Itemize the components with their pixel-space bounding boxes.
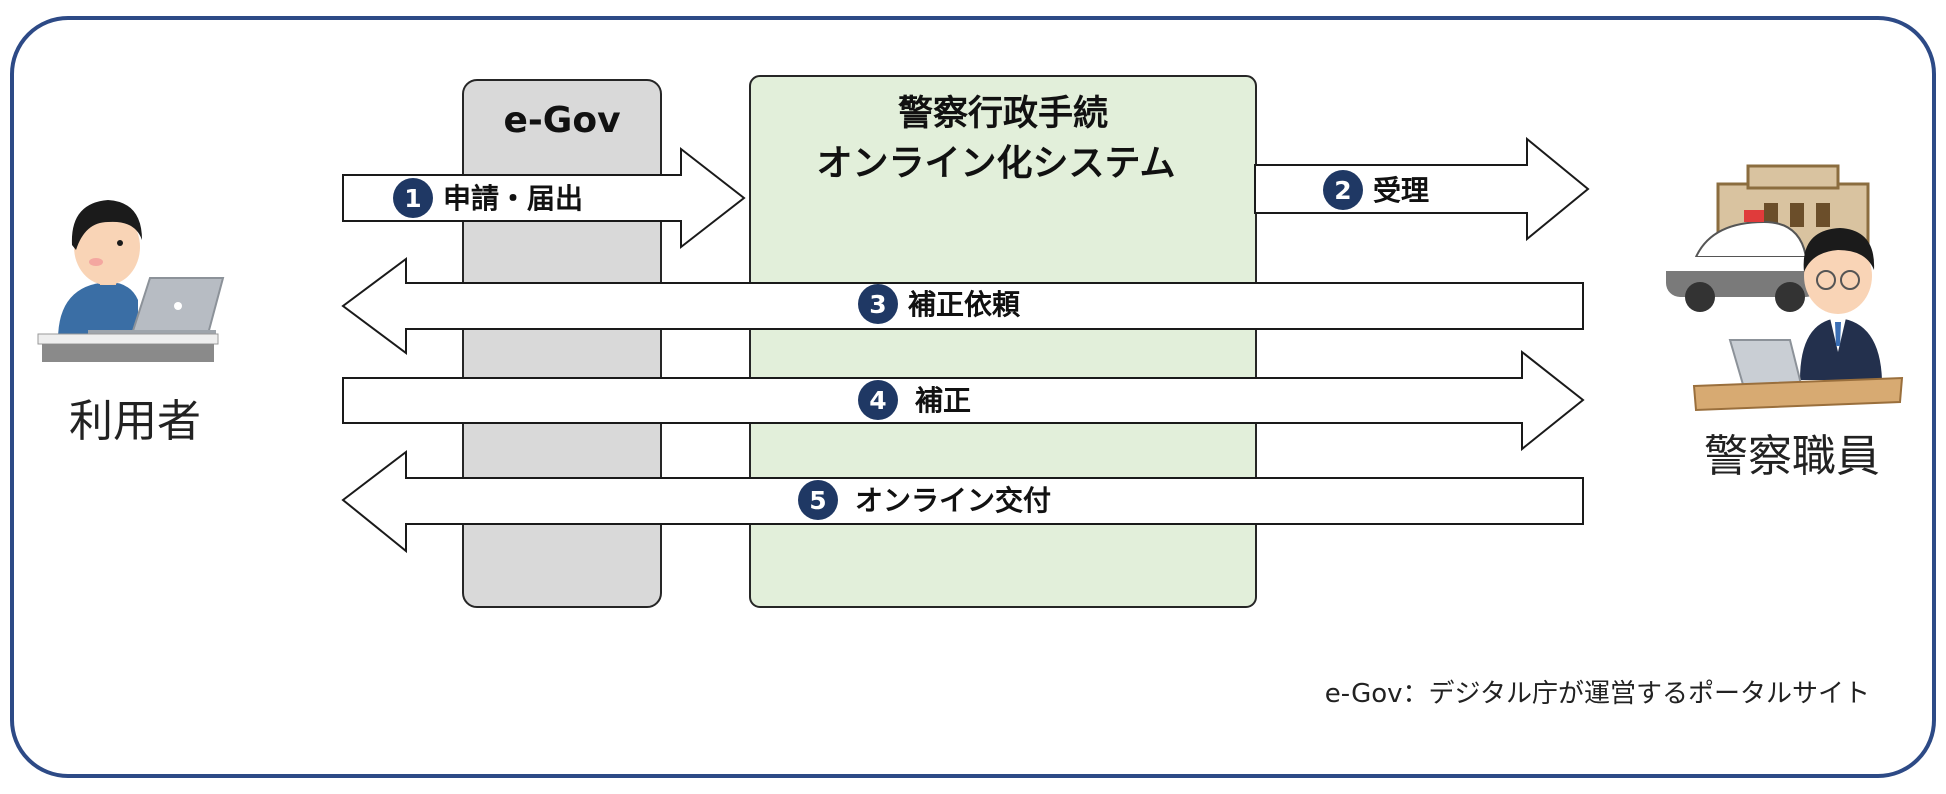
- number-badge-2: [1323, 170, 1363, 210]
- arrow-4-label: 補正: [914, 384, 971, 417]
- arrow-1-application: 1 申請・届出: [342, 146, 746, 250]
- system-title-line1: 警察行政手続: [898, 94, 1108, 134]
- egov-box: [462, 79, 662, 608]
- user-desk: [37, 333, 219, 345]
- number-1: 1: [404, 184, 421, 213]
- number-badge-5: [798, 480, 838, 520]
- footnote: e-Gov：デジタル庁が運営するポータルサイト: [1325, 679, 1870, 709]
- arrow-4-shape: [342, 349, 1585, 452]
- police-officer-icon: [1666, 164, 1904, 412]
- system-box: [749, 75, 1257, 608]
- police-label: 警察職員: [1704, 431, 1880, 482]
- arrow-2-shape: [1254, 136, 1590, 242]
- number-badge-3: [858, 284, 898, 324]
- user-label: 利用者: [69, 396, 201, 447]
- user-cheek: [89, 258, 103, 266]
- system-title-line2: オンライン化システム: [817, 143, 1176, 184]
- arrow-3-correction-request: 3 補正依頼: [341, 257, 1584, 355]
- egov-title: e-Gov: [503, 100, 620, 141]
- police-desk-laptop: [1692, 339, 1904, 412]
- user-face: [74, 209, 140, 285]
- arrow-1-shape: [342, 146, 746, 250]
- arrow-2-label: 受理: [1373, 174, 1429, 207]
- number-4: 4: [869, 386, 886, 415]
- police-car-icon: [1666, 210, 1820, 312]
- police-officer-figure: [1800, 228, 1882, 380]
- number-badge-4: [858, 380, 898, 420]
- person-laptop-icon: [37, 200, 225, 362]
- arrow-2-acceptance: 2 受理: [1254, 136, 1590, 242]
- user-laptop-logo: [174, 302, 182, 310]
- arrow-3-label: 補正依頼: [907, 288, 1021, 321]
- arrow-5-shape: [341, 449, 1584, 554]
- user-body: [58, 282, 138, 340]
- user-eye: [117, 240, 123, 246]
- arrow-1-label: 申請・届出: [443, 182, 583, 215]
- arrow-5-online-delivery: 5 オンライン交付: [341, 449, 1584, 554]
- user-hair: [71, 200, 142, 250]
- user-desk-front: [42, 344, 214, 362]
- number-5: 5: [809, 486, 826, 515]
- number-badge-1: [393, 178, 433, 218]
- arrow-4-correction: 4 補正: [342, 349, 1585, 452]
- number-2: 2: [1334, 176, 1351, 205]
- number-3: 3: [869, 290, 886, 319]
- arrow-3-shape: [341, 257, 1584, 355]
- arrow-5-label: オンライン交付: [855, 484, 1051, 517]
